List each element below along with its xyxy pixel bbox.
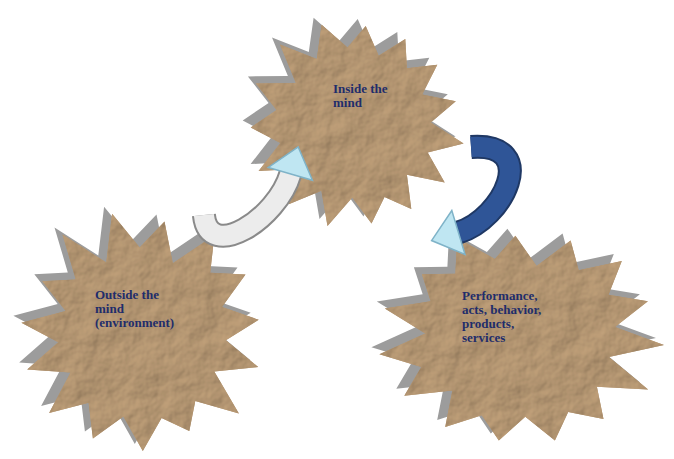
paper-texture xyxy=(21,214,258,451)
starburst-node: Outside the mind (environment) xyxy=(10,210,272,456)
arrow-outline xyxy=(204,174,290,236)
node-label: Inside the mind xyxy=(333,82,401,110)
arrow-head xyxy=(432,210,465,254)
starburst-shape xyxy=(10,210,272,456)
node-label: Outside the mind (environment) xyxy=(95,288,187,330)
star-fill xyxy=(251,25,464,226)
paper-texture xyxy=(379,236,664,441)
starburst-shape xyxy=(372,222,670,454)
arrow-band xyxy=(204,174,290,236)
star-fill xyxy=(379,236,664,441)
arrow-band xyxy=(458,147,509,233)
node-label: Performance, acts, behavior, products, s… xyxy=(462,289,548,345)
arrow-outline xyxy=(458,147,509,233)
curved-arrow xyxy=(432,147,510,255)
starburst-node: Performance, acts, behavior, products, s… xyxy=(372,222,670,454)
paper-texture xyxy=(251,25,464,226)
star-fill xyxy=(21,214,258,451)
